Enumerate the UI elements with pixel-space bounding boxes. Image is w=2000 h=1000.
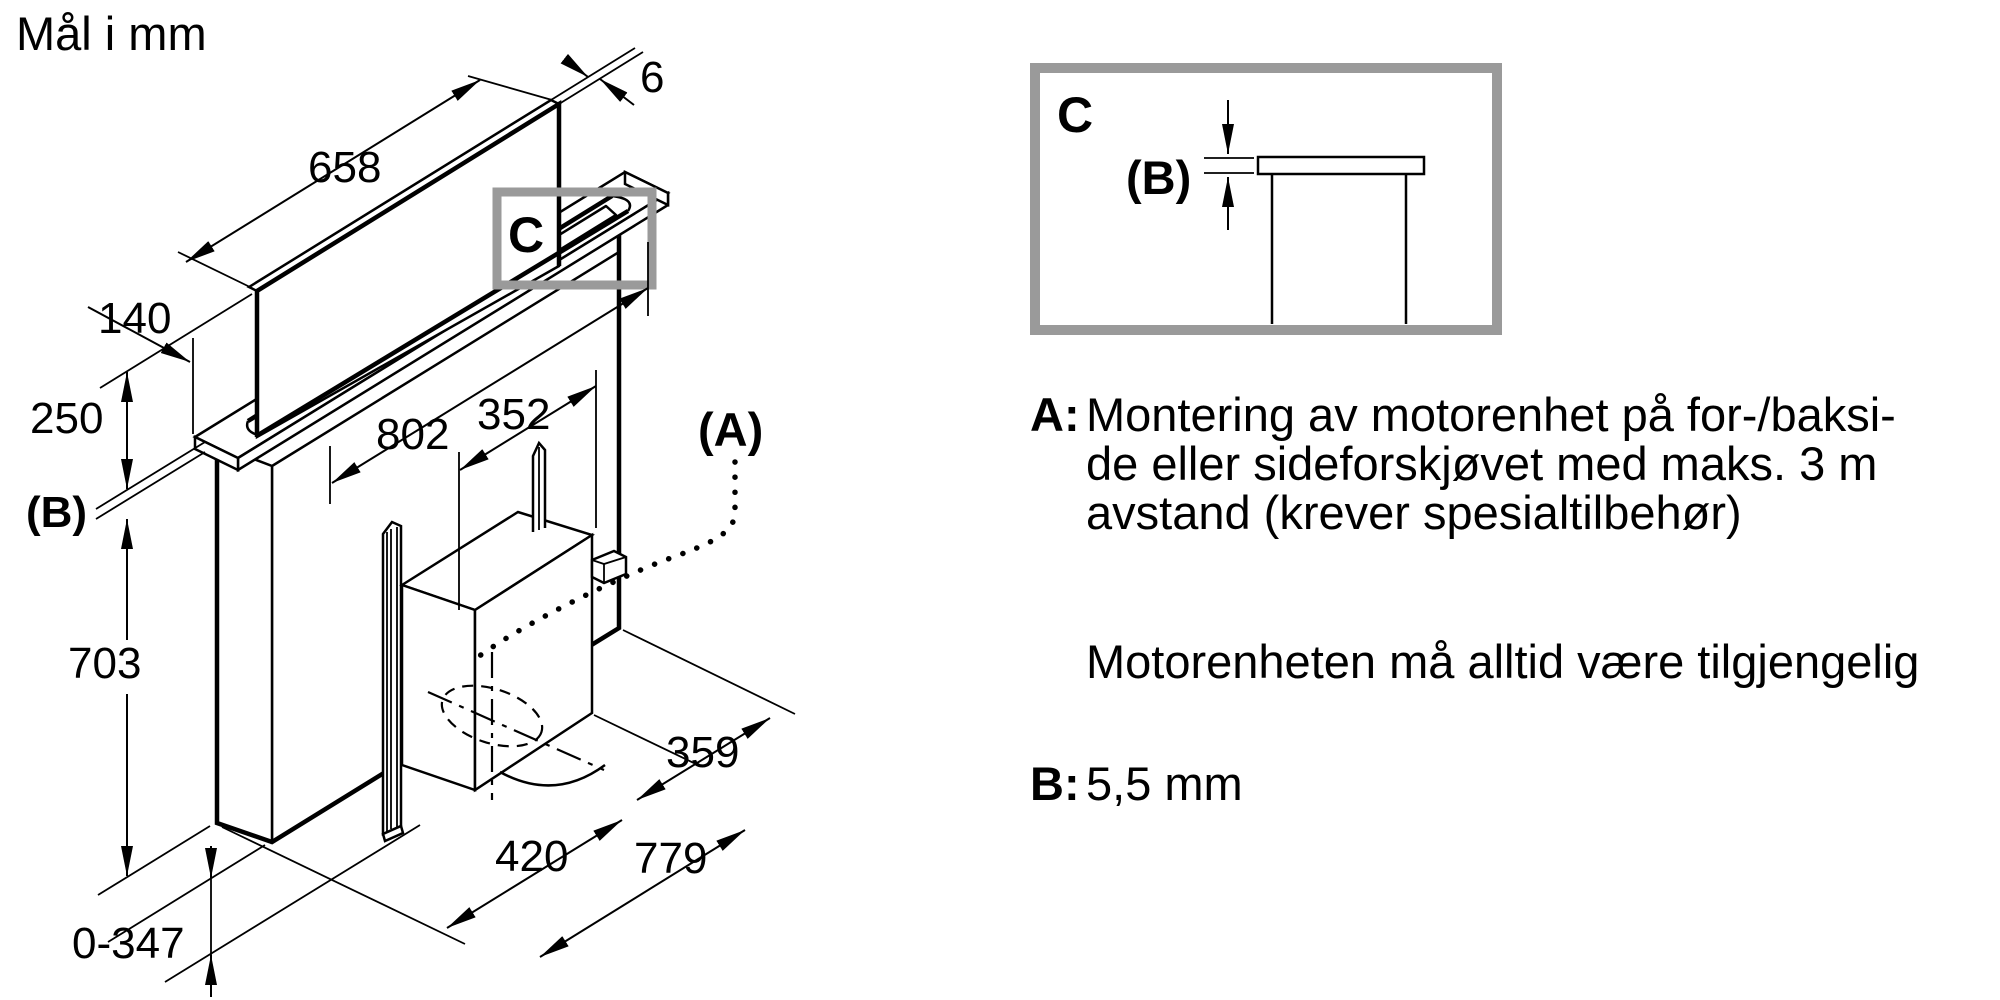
detail-callout-box	[492, 187, 657, 290]
dim-250: 250	[30, 293, 253, 489]
lip-cross-section	[1256, 155, 1426, 176]
dim-359: 359	[636, 717, 771, 801]
dim-359-label: 359	[666, 728, 739, 777]
dim-420: 420	[446, 819, 623, 929]
note-b-label: B:	[1030, 757, 1080, 810]
detail-box-label: C	[1057, 87, 1093, 143]
page-title: Mål i mm	[16, 7, 207, 60]
dim-420-label: 420	[495, 832, 568, 881]
dim-6: 6	[550, 47, 664, 106]
motor-ref-label: (A)	[698, 403, 763, 456]
dim-250-label: 250	[30, 394, 103, 443]
note-a-label: A:	[1030, 388, 1080, 441]
dim-779: 779	[539, 829, 746, 958]
dim-703-label: 703	[68, 639, 141, 688]
note-a-line2: de eller sideforskjøvet med maks. 3 m	[1086, 437, 1877, 490]
dim-802: 802	[329, 242, 649, 504]
duct-channel	[381, 520, 405, 843]
dim-140-label: 140	[98, 294, 171, 343]
dim-779-label: 779	[634, 834, 707, 883]
dim-140: 140	[87, 294, 194, 434]
dim-658-label: 658	[308, 143, 381, 192]
dim-703: 703	[68, 519, 211, 896]
note-a-line3: avstand (krever spesialtilbehør)	[1086, 486, 1742, 539]
outlet-centerline-horizontal	[427, 690, 605, 772]
dim-0-347: 0-347	[72, 824, 421, 997]
note-access: Motorenheten må alltid være tilgjengelig	[1086, 635, 1919, 688]
dim-802-label: 802	[376, 410, 449, 459]
shaft-cross-section	[1270, 174, 1408, 324]
notes-block: A: Montering av motorenhet på for-/baksi…	[1030, 388, 1919, 810]
dim-352: 352	[458, 370, 597, 610]
dim-b-ref: (B)	[26, 441, 206, 537]
dim-b-label: (B)	[26, 488, 87, 537]
note-b-value: 5,5 mm	[1086, 757, 1243, 810]
detail-box-c: C (B)	[1030, 63, 1502, 335]
detail-dim-b-label: (B)	[1126, 151, 1191, 204]
outlet-curve	[499, 763, 606, 787]
detail-callout-label: C	[508, 207, 544, 263]
dim-0-347-label: 0-347	[72, 919, 185, 968]
leader-dotted-line	[471, 459, 738, 663]
dim-352-label: 352	[477, 390, 550, 439]
outlet-circle	[440, 684, 544, 748]
dim-6-label: 6	[640, 53, 664, 102]
dim-658: 658	[177, 75, 553, 289]
note-a-line1: Montering av motorenhet på for-/baksi-	[1086, 388, 1896, 441]
